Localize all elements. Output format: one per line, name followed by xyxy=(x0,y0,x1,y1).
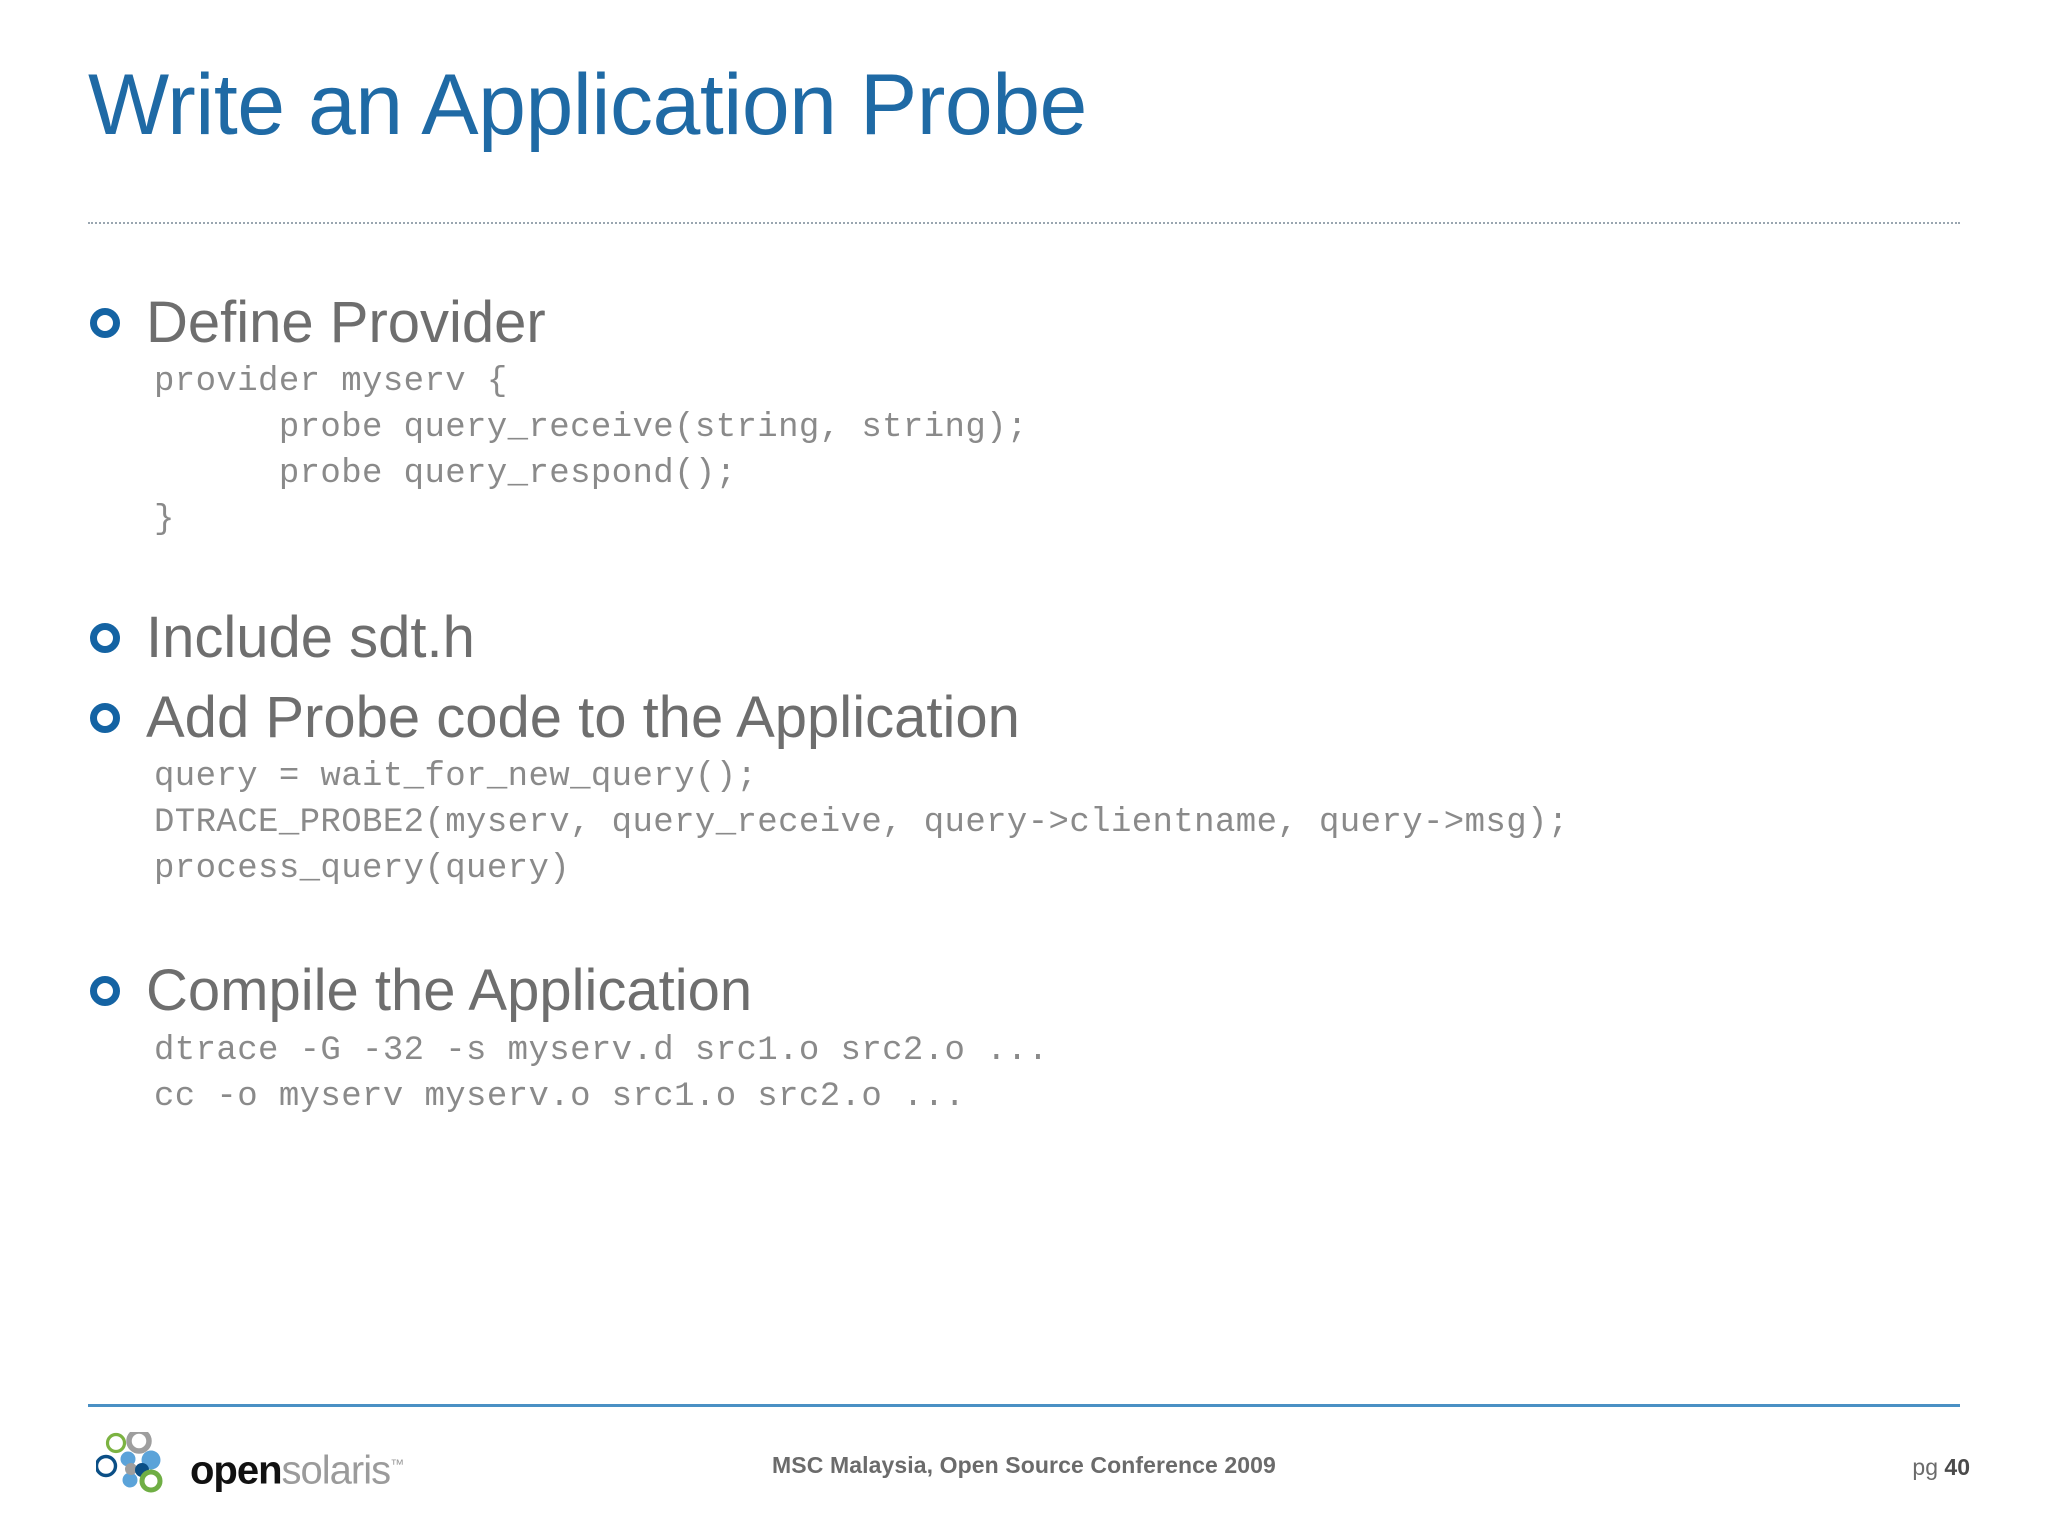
content-block-define-provider: Define Provider provider myserv { probe … xyxy=(88,292,1968,543)
ring-bullet-icon xyxy=(90,307,120,338)
bullet-label-compile-application: Compile the Application xyxy=(146,958,753,1024)
code-block-provider-definition: provider myserv { probe query_receive(st… xyxy=(154,363,1028,540)
page-title: Write an Application Probe xyxy=(88,57,1087,153)
page-number-value: 40 xyxy=(1944,1454,1970,1480)
ring-bullet-icon xyxy=(90,623,120,654)
spacer xyxy=(88,577,1968,607)
code-block-compile-commands: dtrace -G -32 -s myserv.d src1.o src2.o … xyxy=(154,1031,1049,1116)
bullet-item-add-probe-code: Add Probe code to the Application xyxy=(88,684,1968,750)
opensolaris-wordmark: opensolaris™ xyxy=(190,1444,404,1493)
bullet-label-define-provider: Define Provider xyxy=(146,290,546,355)
bullet-label-include-sdt: Include sdt.h xyxy=(146,605,475,671)
content-block-include-sdt: Include sdt.h xyxy=(88,605,1968,671)
code-block-probe-insertion: query = wait_for_new_query(); DTRACE_PRO… xyxy=(154,758,1569,889)
content-block-compile-application: Compile the Application dtrace -G -32 -s… xyxy=(88,960,1968,1119)
footer-page-number: pg 40 xyxy=(1912,1454,1970,1481)
content-block-add-probe-code: Add Probe code to the Application query … xyxy=(88,684,1968,892)
bullet-item-include-sdt: Include sdt.h xyxy=(88,605,1968,671)
logo-trademark-symbol: ™ xyxy=(390,1455,404,1472)
spacer xyxy=(88,926,1968,960)
bullet-item-compile-application: Compile the Application xyxy=(88,958,1968,1024)
bullet-item-define-provider: Define Provider xyxy=(88,292,1968,353)
opensolaris-logo: opensolaris™ xyxy=(94,1428,404,1502)
slide-body: Define Provider provider myserv { probe … xyxy=(88,292,1968,1154)
page-label: pg xyxy=(1912,1454,1945,1480)
slide-footer: opensolaris™ MSC Malaysia, Open Source C… xyxy=(0,1418,2048,1536)
ring-bullet-icon xyxy=(90,976,120,1007)
footer-divider xyxy=(88,1404,1960,1407)
logo-word-open: open xyxy=(190,1448,283,1493)
footer-conference-text: MSC Malaysia, Open Source Conference 200… xyxy=(772,1452,1276,1478)
bullet-label-add-probe-code: Add Probe code to the Application xyxy=(146,684,1020,750)
ring-bullet-icon xyxy=(90,702,120,733)
title-divider xyxy=(88,222,1960,224)
logo-word-solaris: solaris xyxy=(281,1448,392,1493)
